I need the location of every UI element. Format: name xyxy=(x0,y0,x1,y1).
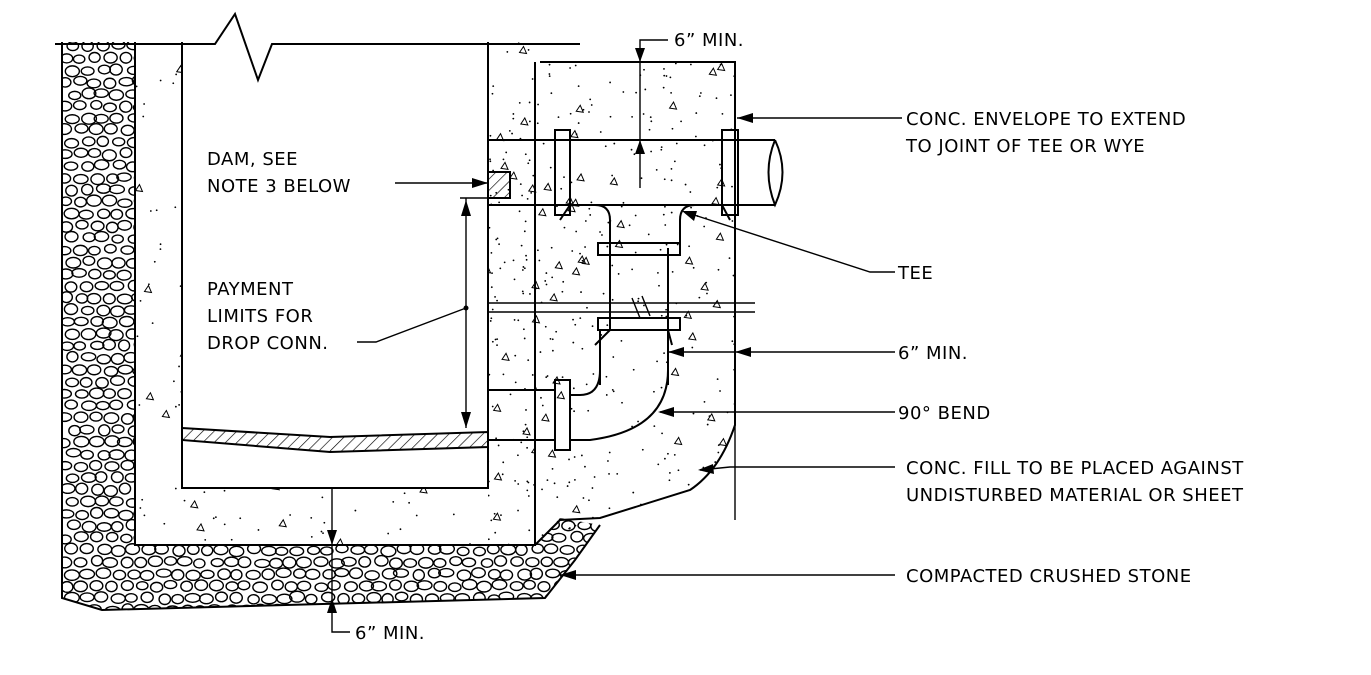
pipe-break-icon xyxy=(767,139,784,208)
stone-label: COMPACTED CRUSHED STONE xyxy=(906,566,1192,587)
payment-limits-dimension xyxy=(460,197,490,428)
dam-block xyxy=(487,171,511,199)
inlet-pipe xyxy=(488,129,784,248)
payment-label-line2: LIMITS FOR xyxy=(207,306,313,327)
min-bottom-label: 6” MIN. xyxy=(355,623,425,644)
manhole-inner-wall xyxy=(181,42,489,489)
drop-pipe-break-icon xyxy=(631,295,651,319)
dam-label-line1: DAM, SEE xyxy=(207,149,298,170)
drop-pipe xyxy=(488,242,755,385)
envelope-label-line2: TO JOINT OF TEE OR WYE xyxy=(905,136,1145,157)
bench-invert xyxy=(181,426,489,454)
concrete-stipple xyxy=(135,42,535,545)
manhole-outer-wall xyxy=(134,42,536,546)
excavation-outline xyxy=(61,42,601,612)
fill-label-line1: CONC. FILL TO BE PLACED AGAINST xyxy=(906,458,1244,479)
fill-label-line2: UNDISTURBED MATERIAL OR SHEET xyxy=(906,485,1244,506)
min-side-label: 6” MIN. xyxy=(898,343,968,364)
payment-label-line1: PAYMENT xyxy=(207,279,294,300)
min-top-label: 6” MIN. xyxy=(674,30,744,51)
bend-label: 90° BEND xyxy=(898,403,991,424)
tee-label: TEE xyxy=(897,263,933,284)
envelope-label-line1: CONC. ENVELOPE TO EXTEND xyxy=(906,109,1186,130)
ninety-degree-bend xyxy=(488,329,673,451)
payment-label-line3: DROP CONN. xyxy=(207,333,329,354)
dam-label-line2: NOTE 3 BELOW xyxy=(207,176,351,197)
ground-break-line xyxy=(55,11,580,83)
leader-lines xyxy=(327,39,902,633)
